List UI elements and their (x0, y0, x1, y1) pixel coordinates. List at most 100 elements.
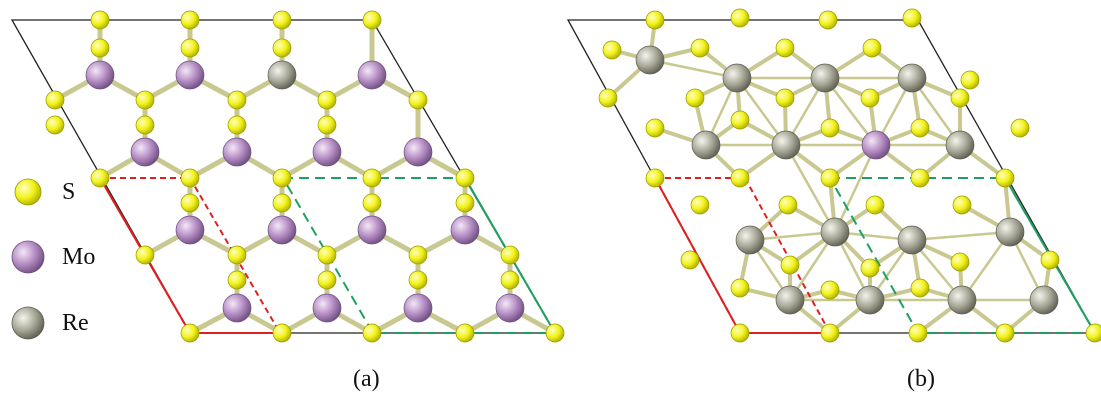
s-atom (775, 38, 795, 58)
re-atom (267, 60, 297, 90)
s-atom (645, 168, 665, 188)
mo-atom (130, 137, 160, 167)
s-atom (602, 40, 622, 60)
s-atom (818, 10, 838, 30)
s-atom (780, 255, 800, 275)
re-atom (775, 285, 805, 315)
s-atom (135, 245, 155, 265)
re-atom (947, 285, 977, 315)
re-atom (995, 217, 1025, 247)
re-atom (771, 130, 801, 160)
metal-metal-bond (784, 143, 837, 234)
s-atom (1040, 250, 1060, 270)
s-atom (960, 70, 980, 90)
panel-b-structure (566, 8, 1101, 343)
s-atom (908, 323, 928, 343)
s-atom (1010, 118, 1030, 138)
s-atom (408, 245, 428, 265)
re-atom (635, 45, 665, 75)
re-atom (810, 63, 840, 93)
s-atom (645, 10, 665, 30)
mo-atom (175, 60, 205, 90)
mo-atom (403, 137, 433, 167)
panel-a-bonds (52, 17, 558, 336)
mo-atom (312, 293, 342, 323)
mo-atom (312, 137, 342, 167)
metal-metal-bond (648, 58, 739, 80)
s-atom (1085, 323, 1101, 343)
s-atom (778, 195, 798, 215)
s-atom (317, 90, 337, 110)
sulfur-atom-icon (14, 178, 42, 206)
s-atom (362, 193, 382, 213)
s-atom (500, 245, 520, 265)
s-atom (645, 118, 665, 138)
mo-atom (357, 215, 387, 245)
mo-atom (175, 215, 205, 245)
mo-atom (222, 293, 252, 323)
s-atom (820, 280, 840, 300)
panel-b-atoms (598, 8, 1101, 343)
s-atom (45, 115, 65, 135)
s-atom (730, 110, 750, 130)
legend-item-mo: Mo (8, 237, 95, 277)
mo-atom (450, 215, 480, 245)
s-atom (995, 168, 1015, 188)
re-atom (897, 63, 927, 93)
s-atom (90, 10, 110, 30)
mo-atom (861, 130, 891, 160)
s-atom (775, 88, 795, 108)
s-atom (317, 245, 337, 265)
s-atom (45, 90, 65, 110)
s-atom (272, 193, 292, 213)
mo-atom (85, 60, 115, 90)
s-atom (272, 10, 292, 30)
metal-metal-bond (910, 230, 1012, 242)
legend-label-mo: Mo (62, 243, 96, 270)
s-atom (730, 8, 750, 28)
s-atom (820, 118, 840, 138)
s-atom (910, 168, 930, 188)
s-atom (272, 168, 292, 188)
s-atom (135, 90, 155, 110)
s-atom (730, 278, 750, 298)
panel-a-structure (10, 10, 565, 343)
re-atom (855, 285, 885, 315)
s-atom (227, 270, 247, 290)
s-atom (455, 193, 475, 213)
molybdenum-atom-icon (11, 240, 45, 274)
re-atom (691, 130, 721, 160)
re-atom (945, 130, 975, 160)
s-atom (227, 245, 247, 265)
s-atom (860, 258, 880, 278)
s-atom (545, 323, 565, 343)
s-atom (500, 270, 520, 290)
s-atom (455, 323, 475, 343)
s-atom (820, 168, 840, 188)
re-atom (1029, 285, 1059, 315)
s-atom (910, 278, 930, 298)
s-atom (362, 10, 382, 30)
s-atom (135, 115, 155, 135)
s-atom (680, 250, 700, 270)
s-atom (820, 323, 840, 343)
re-atom (735, 225, 765, 255)
s-atom (90, 38, 110, 58)
s-atom (317, 115, 337, 135)
s-atom (272, 323, 292, 343)
panel-a-label: (a) (353, 366, 380, 392)
s-atom (180, 10, 200, 30)
s-atom (227, 115, 247, 135)
s-atom (995, 323, 1015, 343)
panel-b-label: (b) (907, 366, 935, 392)
mo-atom (222, 137, 252, 167)
s-atom (180, 38, 200, 58)
s-atom (685, 88, 705, 108)
s-atom (408, 270, 428, 290)
s-atom (317, 270, 337, 290)
s-atom (180, 323, 200, 343)
s-atom (408, 90, 428, 110)
panel-a-red-cell (98, 177, 282, 334)
s-atom (272, 38, 292, 58)
mo-atom (495, 293, 525, 323)
